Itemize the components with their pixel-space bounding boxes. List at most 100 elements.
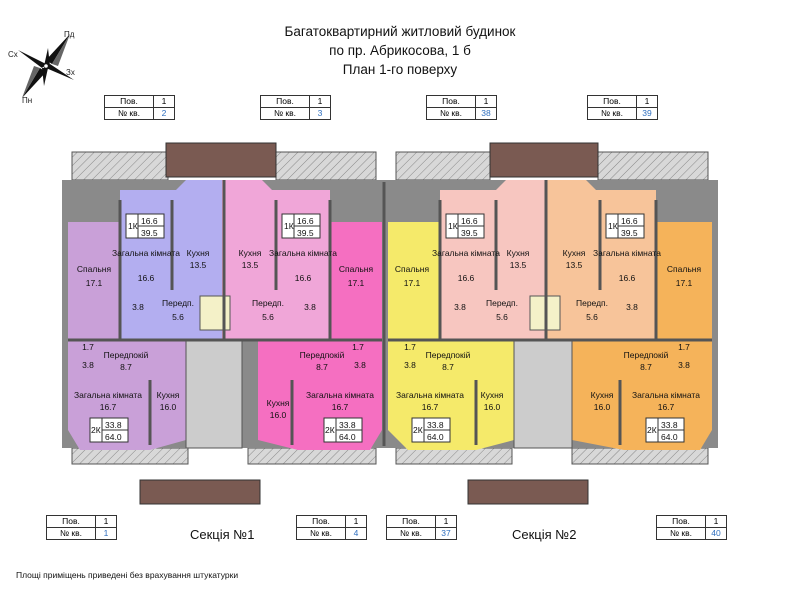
flat-39-type: 1К [608,221,618,231]
flat-37-living-area: 33.8 [427,420,444,430]
room-corridor-area: 8.7 [442,362,454,372]
title-line-1: Багатоквартирний житловий будинок [284,24,516,39]
flat-40-living-area: 33.8 [661,420,678,430]
room-kitchen-label: Кухня [507,248,530,258]
room-living-label: Загальна кімната [432,248,500,258]
room-kitchen-label: Кухня [239,248,262,258]
room-kitchen-label: Кухня [267,398,290,408]
floor-label: Пов. [656,515,706,528]
room-wc-area: 1.7 [82,342,94,352]
flat-number: 3 [309,107,331,120]
entrance-canopy-1 [165,142,277,178]
compass-rose: Пд Сх Зх Пн [8,28,88,108]
room-hall-area: 5.6 [262,312,274,322]
flat-number: 37 [435,527,457,540]
room-bath-area: 3.8 [626,302,638,312]
room-living-label: Загальна кімната [112,248,180,258]
flat-40-total-area: 64.0 [661,432,678,442]
balcony-bottom-1 [71,447,189,465]
room-living-area: 16.7 [422,402,439,412]
room-bedroom-label: Спальня [77,264,112,274]
room-bath-area: 3.8 [304,302,316,312]
room-bath-area: 3.8 [132,302,144,312]
flat-label: № кв. [587,107,637,120]
flat-2-type: 1К [128,221,138,231]
room-bedroom-label: Спальня [395,264,430,274]
room-living-area: 16.6 [138,273,155,283]
room-bedroom-label: Спальня [339,264,374,274]
flat-40-type: 2К [647,425,657,435]
balcony-bottom-3 [395,447,513,465]
room-kitchen-area: 16.0 [160,402,177,412]
flat-4-living-area: 33.8 [339,420,356,430]
flat-table-38: Пов.1 № кв.38 [426,95,497,120]
drawing-title: Багатоквартирний житловий будинок по пр.… [200,22,600,79]
entrance-canopy-2 [489,142,599,178]
room-living-area: 16.7 [100,402,117,412]
section-1-label: Секція №1 [190,527,255,542]
room-kitchen-label: Кухня [157,390,180,400]
balcony-top-3 [395,151,491,181]
footnote: Площі приміщень приведені без врахування… [16,570,239,580]
room-bath-area: 3.8 [354,360,366,370]
flat-1-total-area: 64.0 [105,432,122,442]
stair-core-1 [185,339,243,449]
room-kitchen-area: 13.5 [242,260,259,270]
title-line-2: по пр. Абрикосова, 1 б [329,43,471,58]
stair-porch-1 [139,479,261,505]
room-bedroom-area: 17.1 [86,278,103,288]
flat-38-info: 1К 16.6 39.5 [445,213,485,239]
room-kitchen-label: Кухня [591,390,614,400]
flat-3-info: 1К 16.6 39.5 [281,213,321,239]
flat-38-type: 1К [448,221,458,231]
floor-label: Пов. [260,95,310,108]
flat-number: 2 [153,107,175,120]
compass-star-icon [18,34,74,98]
flat-number: 40 [705,527,727,540]
flat-table-37: Пов.1 № кв.37 [386,515,457,540]
interior-walls [68,180,712,446]
room-kitchen-area: 16.0 [484,402,501,412]
flat-37-bedroom [388,222,440,340]
flat-1-bedroom [68,222,120,340]
flat-3-living-area: 16.6 [297,216,314,226]
room-living-area: 16.7 [658,402,675,412]
room-corridor-area: 8.7 [316,362,328,372]
compass-north-label: Пн [22,96,33,105]
flat-4-type: 2К [325,425,335,435]
room-living-area: 16.6 [458,273,475,283]
room-corridor-area: 8.7 [640,362,652,372]
flat-number: 39 [636,107,658,120]
flat-1-living-area: 33.8 [105,420,122,430]
room-hall-area: 5.6 [496,312,508,322]
balcony-top-1 [71,151,169,181]
title-line-3: План 1-го поверху [342,62,458,77]
room-bath-area: 3.8 [454,302,466,312]
floor-value: 1 [435,515,457,528]
balcony-top-4 [597,151,709,181]
flat-39-living-area: 16.6 [621,216,638,226]
room-hall-label: Передп. [252,298,284,308]
flat-number: 38 [475,107,497,120]
flat-2-living-area: 16.6 [141,216,158,226]
room-bedroom-area: 17.1 [348,278,365,288]
room-living-label: Загальна кімната [269,248,337,258]
floor-value: 1 [153,95,175,108]
room-kitchen-area: 13.5 [190,260,207,270]
compass-west-label: Зх [66,68,75,77]
flat-2-info: 1К 16.6 39.5 [125,213,165,239]
room-kitchen-area: 16.0 [270,410,287,420]
flat-label: № кв. [104,107,154,120]
room-hall-area: 5.6 [172,312,184,322]
section-2-label: Секція №2 [512,527,577,542]
flat-label: № кв. [386,527,436,540]
floor-value: 1 [95,515,117,528]
flat-table-2: Пов.1 № кв.2 [104,95,175,120]
flat-37-total-area: 64.0 [427,432,444,442]
room-kitchen-label: Кухня [563,248,586,258]
room-hall-label: Передп. [162,298,194,308]
flat-40-bedroom [656,222,712,340]
room-living-label: Загальна кімната [396,390,464,400]
flat-label: № кв. [260,107,310,120]
